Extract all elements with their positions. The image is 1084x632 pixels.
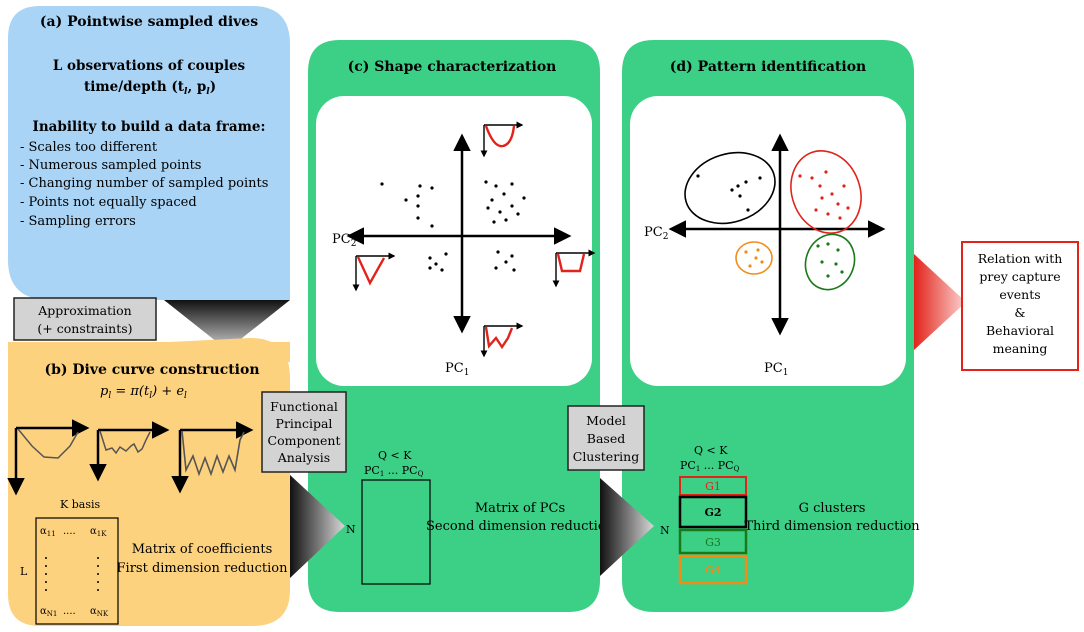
matrix-row-label: L (20, 565, 28, 578)
approximation-box (13, 297, 157, 341)
alpha-1k: α1K (90, 526, 107, 538)
relation-line: & (1014, 305, 1025, 320)
coefficient-matrix (35, 517, 119, 625)
pc-header-c: PC1 ... PCQ (364, 464, 424, 478)
k-basis-label: K basis (60, 498, 100, 511)
first-dimension-reduction-label: First dimension reduction (117, 561, 289, 576)
mbc-box-text: Model Based Clustering (573, 413, 639, 464)
group-block-g4 (678, 554, 748, 585)
dive-curve-2 (89, 421, 170, 482)
bullet-item: - Points not equally spaced (20, 195, 197, 210)
alpha-n1: αN1 (40, 606, 57, 618)
panel-b-top-fill (8, 342, 290, 362)
n-label-c: N (346, 523, 356, 536)
relation-line: Relation with (978, 251, 1063, 266)
panel-a-title: (a) Pointwise sampled dives (40, 14, 258, 30)
dive-shape-icon-left (352, 252, 396, 292)
matrix-entries: α11 .... α1K αN1 .... αNK (40, 526, 109, 618)
fpca-box (261, 391, 347, 473)
relation-line: events (999, 287, 1040, 302)
arrow-c-to-d (600, 478, 654, 576)
panel-b-equation: pl = π(tl) + el (100, 384, 187, 401)
relation-line: Behavioral (986, 323, 1054, 338)
panel-a-line2: time/depth (tl, pl) (84, 79, 216, 97)
dive-shape-icon-top (480, 121, 524, 158)
arrow-d-to-relation (914, 254, 966, 350)
bullet-item: - Sampling errors (20, 214, 136, 229)
pc-matrix (361, 479, 431, 585)
matrix-vertical-dots (45, 557, 99, 591)
cluster-orange (735, 241, 773, 275)
dive-curve-3 (171, 421, 254, 494)
panel-a-line1: L observations of couples (53, 58, 246, 74)
dive-shape-icon-bottom (480, 322, 524, 358)
group-label-g4: G4 (705, 564, 721, 577)
panel-a-inability: Inability to build a data frame: (33, 119, 266, 135)
arrow-b-to-c (290, 475, 345, 578)
group-block-g1 (679, 476, 747, 496)
fpca-line: Analysis (277, 450, 330, 465)
mbc-line: Model (586, 413, 626, 428)
fpca-line: Functional (270, 399, 338, 414)
group-blocks: G1 G2 G3 G4 (678, 476, 748, 585)
relation-line: prey capture (979, 269, 1060, 284)
q-lt-k-label-c: Q < K (378, 449, 412, 462)
mbc-box (567, 405, 645, 471)
group-label-g3: G3 (705, 536, 721, 549)
alpha-nk: αNK (90, 606, 109, 618)
relation-box-text: Relation with prey capture events & Beha… (978, 251, 1063, 356)
mbc-line: Clustering (573, 449, 639, 464)
panel-b-title: (b) Dive curve construction (44, 362, 259, 378)
alpha-11: α11 (40, 526, 56, 538)
pc2-axis-label: PC2 (332, 232, 356, 249)
panel-b-background (8, 338, 290, 626)
approximation-line1: Approximation (37, 303, 131, 318)
group-block-g3 (678, 528, 748, 555)
second-dimension-reduction-label: Second dimension reduction (426, 519, 615, 534)
dots-rowN: .... (63, 606, 76, 617)
cluster-red (790, 150, 862, 234)
pc2-axis-label-d: PC2 (644, 225, 668, 242)
g-clusters-label: G clusters (799, 501, 866, 516)
scatter-points-c (380, 180, 526, 272)
mbc-line: Based (587, 431, 625, 446)
relation-line: meaning (993, 341, 1048, 356)
relation-box (961, 241, 1079, 371)
arrow-a-to-b (164, 300, 290, 350)
group-block-g2 (678, 495, 748, 529)
panel-c-title: (c) Shape characterization (348, 59, 557, 75)
matrix-coefficients-label: Matrix of coefficients (132, 542, 273, 557)
q-lt-k-label-d: Q < K (694, 444, 728, 457)
pc1-axis-label: PC1 (445, 361, 469, 378)
pc1-axis-label-d: PC1 (764, 361, 788, 378)
fpca-line: Component (268, 433, 341, 448)
approximation-line2: (+ constraints) (37, 321, 132, 336)
fpca-box-text: Functional Principal Component Analysis (268, 399, 341, 465)
third-dimension-reduction-label: Third dimension reduction (744, 519, 920, 534)
bullet-item: - Scales too different (20, 140, 158, 155)
pc-header-d: PC1 ... PCQ (680, 459, 740, 473)
dive-shape-icon-right (552, 249, 596, 288)
dive-curve-1 (7, 419, 90, 496)
fpca-line: Principal (276, 416, 333, 431)
panel-d-plot-area (630, 96, 906, 386)
cluster-black (684, 151, 776, 225)
n-label-d: N (660, 524, 670, 537)
panel-a-background (8, 6, 290, 300)
cluster-green (804, 233, 856, 291)
matrix-pcs-label: Matrix of PCs (475, 501, 565, 516)
panel-a-bullets: - Scales too different - Numerous sample… (20, 140, 268, 229)
group-label-g1: G1 (705, 480, 721, 493)
bullet-item: - Changing number of sampled points (20, 176, 268, 191)
panel-c-plot-area (316, 96, 592, 386)
dots-row1: .... (63, 526, 76, 537)
bullet-item: - Numerous sampled points (20, 158, 201, 173)
panel-d-title: (d) Pattern identification (670, 59, 866, 75)
group-label-g2: G2 (704, 506, 721, 519)
